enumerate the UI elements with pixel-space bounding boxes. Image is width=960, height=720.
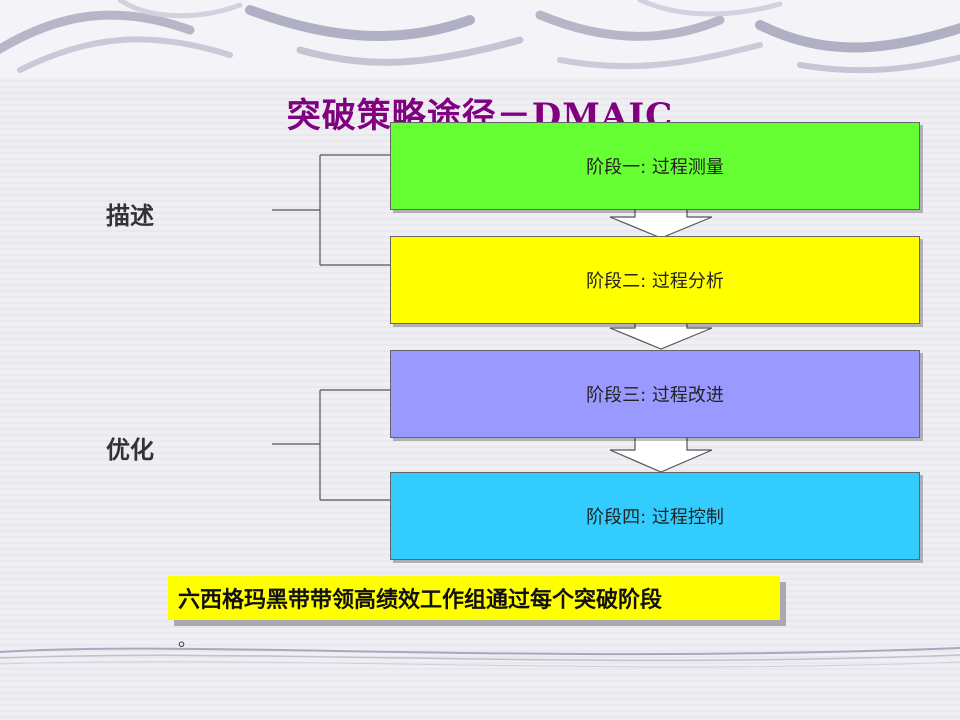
label-optimize: 优化 (106, 436, 154, 464)
bracket-optimize (272, 389, 390, 501)
stage-label: 阶段四: 过程控制 (586, 507, 724, 528)
stage-box-improve: 阶段三: 过程改进 (390, 350, 920, 438)
stage-box-measure: 阶段一: 过程测量 (390, 122, 920, 210)
stage-label: 阶段二: 过程分析 (586, 271, 724, 292)
stage-label: 阶段三: 过程改进 (586, 385, 724, 406)
caption-tail: 。 (178, 630, 196, 651)
caption-text: 六西格玛黑带带领高绩效工作组通过每个突破阶段 (178, 587, 663, 613)
decorative-swoosh-top (0, 0, 960, 78)
stage-label: 阶段一: 过程测量 (586, 157, 724, 178)
stage-box-control: 阶段四: 过程控制 (390, 472, 920, 560)
label-describe: 描述 (106, 202, 154, 230)
decorative-swoosh-bottom (0, 647, 960, 668)
stage-box-analyze: 阶段二: 过程分析 (390, 236, 920, 324)
bracket-describe (272, 154, 390, 266)
caption-banner: 六西格玛黑带带领高绩效工作组通过每个突破阶段 (168, 576, 780, 620)
